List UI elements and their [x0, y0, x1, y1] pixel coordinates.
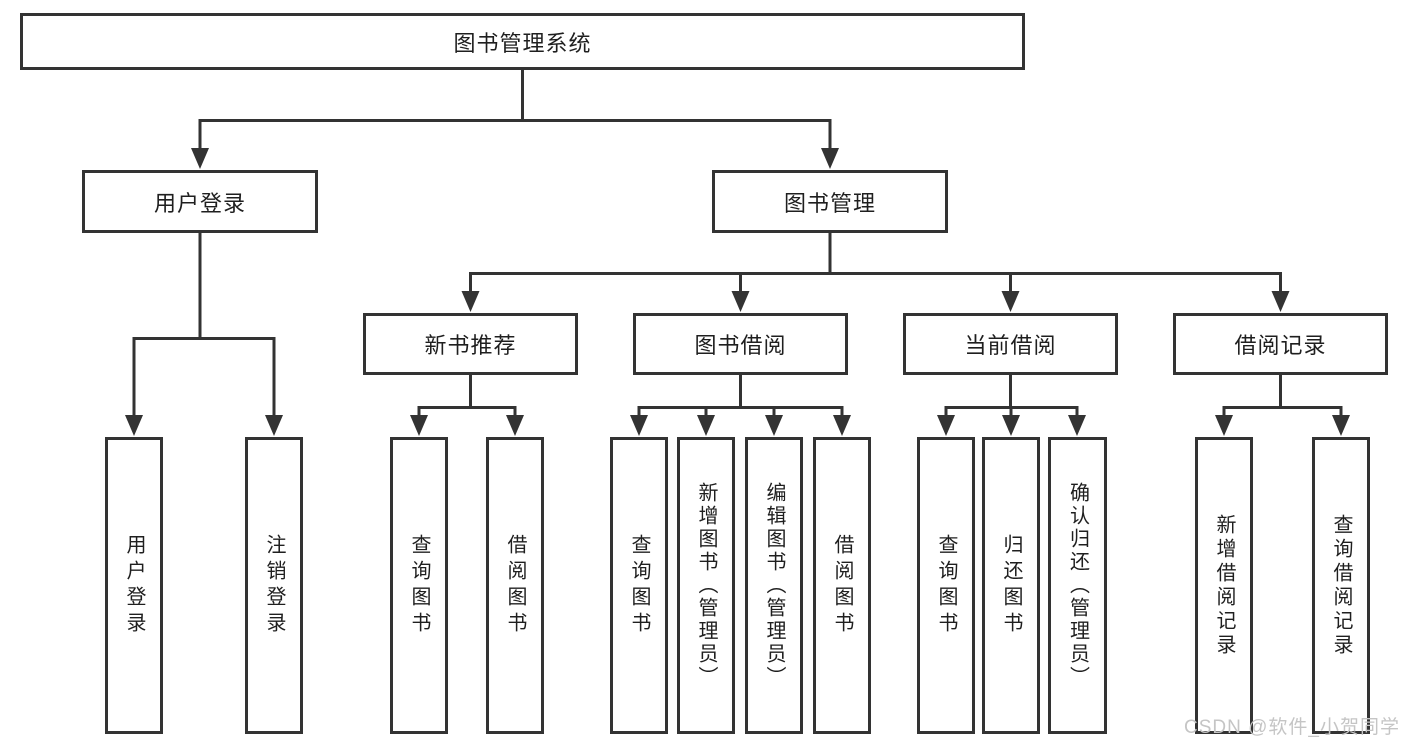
arrowhead-down-icon: [1215, 415, 1350, 436]
leaf-label: 新增图书（管理员）: [695, 482, 717, 689]
leaf-query-books-borrow: 查询图书: [610, 437, 668, 734]
arrowhead-down-icon: [937, 415, 1086, 436]
node-current-borrow: 当前借阅: [903, 313, 1118, 375]
leaf-add-books-admin: 新增图书（管理员）: [677, 437, 735, 734]
leaf-borrow-books-borrow: 借阅图书: [813, 437, 871, 734]
leaf-label: 借阅图书: [831, 533, 853, 638]
connector-current-borrow-children: [937, 375, 1086, 436]
connector-book-management-children: [461, 233, 1290, 312]
leaf-user-login-action: 用户登录: [105, 437, 163, 734]
arrowhead-down-icon: [125, 415, 283, 436]
arrowhead-down-icon: [461, 291, 1290, 312]
leaf-confirm-return-admin: 确认归还（管理员）: [1048, 437, 1107, 734]
node-book-management: 图书管理: [712, 170, 948, 233]
leaf-label: 新增借阅记录: [1213, 513, 1235, 658]
connector-book-borrow-children: [630, 375, 851, 436]
node-book-borrow: 图书借阅: [633, 313, 848, 375]
arrowhead-down-icon: [630, 415, 851, 436]
leaf-return-books: 归还图书: [982, 437, 1040, 734]
leaf-label: 查询借阅记录: [1330, 513, 1352, 658]
connector-new-book-recommend-children: [410, 375, 524, 436]
leaf-label: 查询图书: [628, 533, 650, 638]
leaf-edit-books-admin: 编辑图书（管理员）: [745, 437, 803, 734]
leaf-label: 查询图书: [408, 533, 430, 638]
leaf-logout-action: 注销登录: [245, 437, 303, 734]
node-library-system: 图书管理系统: [20, 13, 1025, 70]
leaf-label: 确认归还（管理员）: [1066, 482, 1089, 689]
leaf-label: 注销登录: [263, 533, 285, 638]
csdn-watermark: CSDN @软件_小贺同学: [1184, 717, 1400, 738]
connector-borrow-records-children: [1215, 375, 1350, 436]
leaf-label: 编辑图书（管理员）: [763, 482, 785, 689]
leaf-add-borrow-record: 新增借阅记录: [1195, 437, 1253, 734]
leaf-label: 查询图书: [935, 533, 957, 638]
leaf-label: 归还图书: [1000, 533, 1022, 638]
leaf-label: 用户登录: [123, 533, 145, 638]
node-user-login: 用户登录: [82, 170, 318, 233]
node-new-book-recommend: 新书推荐: [363, 313, 578, 375]
arrowhead-down-icon: [191, 148, 839, 169]
node-borrow-records: 借阅记录: [1173, 313, 1388, 375]
leaf-label: 借阅图书: [504, 533, 526, 638]
connector-user-login-children: [125, 233, 283, 436]
leaf-query-borrow-record: 查询借阅记录: [1312, 437, 1370, 734]
connector-root-to-level2: [191, 70, 839, 169]
arrowhead-down-icon: [410, 415, 524, 436]
leaf-borrow-books-recommend: 借阅图书: [486, 437, 544, 734]
leaf-query-books-recommend: 查询图书: [390, 437, 448, 734]
leaf-query-books-current: 查询图书: [917, 437, 975, 734]
